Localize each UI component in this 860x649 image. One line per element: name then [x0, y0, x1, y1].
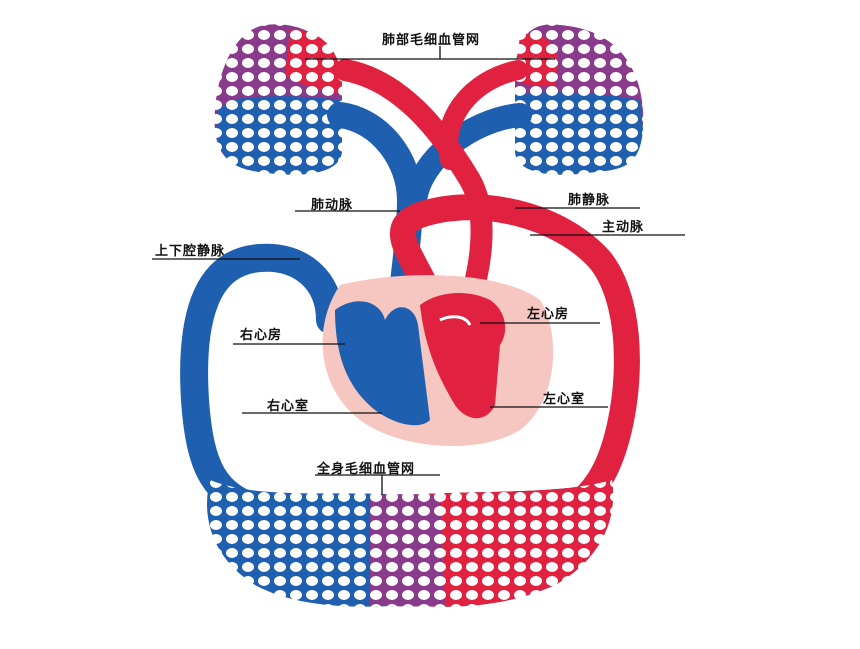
label-aorta: 主动脉: [602, 220, 645, 235]
label-right-atrium: 右心房: [240, 328, 283, 343]
left-lung: [214, 24, 342, 175]
systemic-capillaries: [207, 480, 614, 607]
vena-cava: [180, 243, 344, 524]
label-left-ventricle: 左心室: [543, 392, 586, 407]
label-pulmonary-artery: 肺动脉: [311, 198, 354, 213]
aorta: [389, 194, 640, 528]
label-vena-cava: 上下腔静脉: [155, 244, 226, 259]
heart: [322, 275, 554, 447]
label-systemic-capillary: 全身毛细血管网: [317, 462, 416, 477]
pulmonary-vein: [334, 59, 528, 311]
label-pulmonary-vein: 肺静脉: [568, 193, 611, 208]
label-left-atrium: 左心房: [527, 307, 570, 322]
right-lung: [515, 24, 644, 175]
leader-lines: [152, 46, 685, 495]
label-pulmonary-capillary: 肺部毛细血管网: [382, 33, 481, 48]
label-right-ventricle: 右心室: [267, 399, 310, 414]
